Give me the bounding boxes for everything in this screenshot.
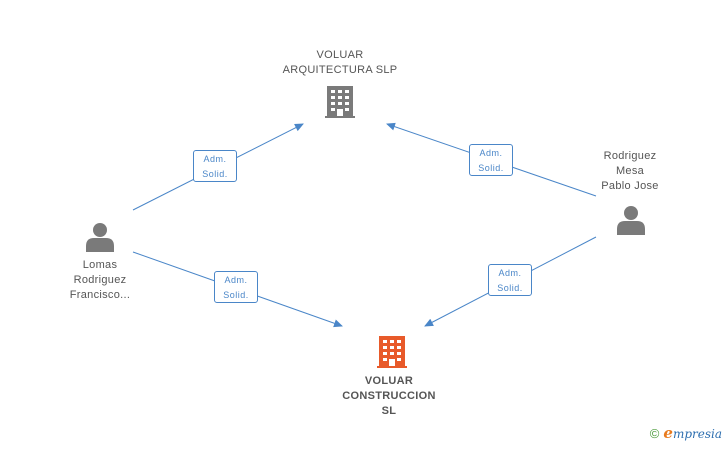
- edge-label-line-2: Solid.: [223, 290, 249, 300]
- brand-logo-initial: e: [663, 424, 673, 442]
- person-right-label[interactable]: Rodriguez Mesa Pablo Jose: [570, 149, 690, 194]
- edge-label-left-main: Adm. Solid.: [214, 271, 258, 303]
- person-right-name-line-3: Pablo Jose: [601, 180, 659, 192]
- company-main-label[interactable]: VOLUAR CONSTRUCCION SL: [314, 374, 464, 419]
- building-icon: [325, 86, 355, 118]
- company-top-name-line-1: VOLUAR: [316, 49, 364, 61]
- person-right-name-line-2: Mesa: [615, 165, 645, 177]
- person-icon: [86, 223, 114, 252]
- building-icon: [377, 336, 407, 368]
- company-top-label[interactable]: VOLUAR ARQUITECTURA SLP: [265, 48, 415, 78]
- edge-label-right-top: Adm. Solid.: [469, 144, 513, 176]
- edge-label-left-top: Adm. Solid.: [193, 150, 237, 182]
- person-left-name-line-1: Lomas: [82, 259, 118, 271]
- edge-label-line-1: Adm.: [203, 154, 227, 164]
- brand-logo-text: mpresia: [672, 427, 722, 441]
- person-left-label[interactable]: Lomas Rodriguez Francisco...: [40, 258, 160, 303]
- company-main-name-line-2: CONSTRUCCION: [342, 390, 436, 402]
- edge-label-line-2: Solid.: [202, 169, 228, 179]
- company-top-name-line-2: ARQUITECTURA SLP: [282, 64, 398, 76]
- company-main-name-line-1: VOLUAR: [364, 375, 414, 387]
- company-main-name-line-3: SL: [381, 405, 397, 417]
- person-right-name-line-1: Rodriguez: [603, 150, 657, 162]
- edge-label-line-2: Solid.: [497, 283, 523, 293]
- edge-label-line-1: Adm.: [479, 148, 503, 158]
- edge-label-right-main: Adm. Solid.: [488, 264, 532, 296]
- edge-label-line-1: Adm.: [498, 268, 522, 278]
- person-left-name-line-2: Rodriguez: [73, 274, 127, 286]
- edge-label-line-2: Solid.: [478, 163, 504, 173]
- edge-label-line-1: Adm.: [224, 275, 248, 285]
- person-left-name-line-3: Francisco...: [69, 289, 131, 301]
- person-icon: [617, 206, 645, 235]
- copyright-symbol: ©: [649, 426, 660, 441]
- brand-footer[interactable]: ©empresia: [650, 424, 722, 442]
